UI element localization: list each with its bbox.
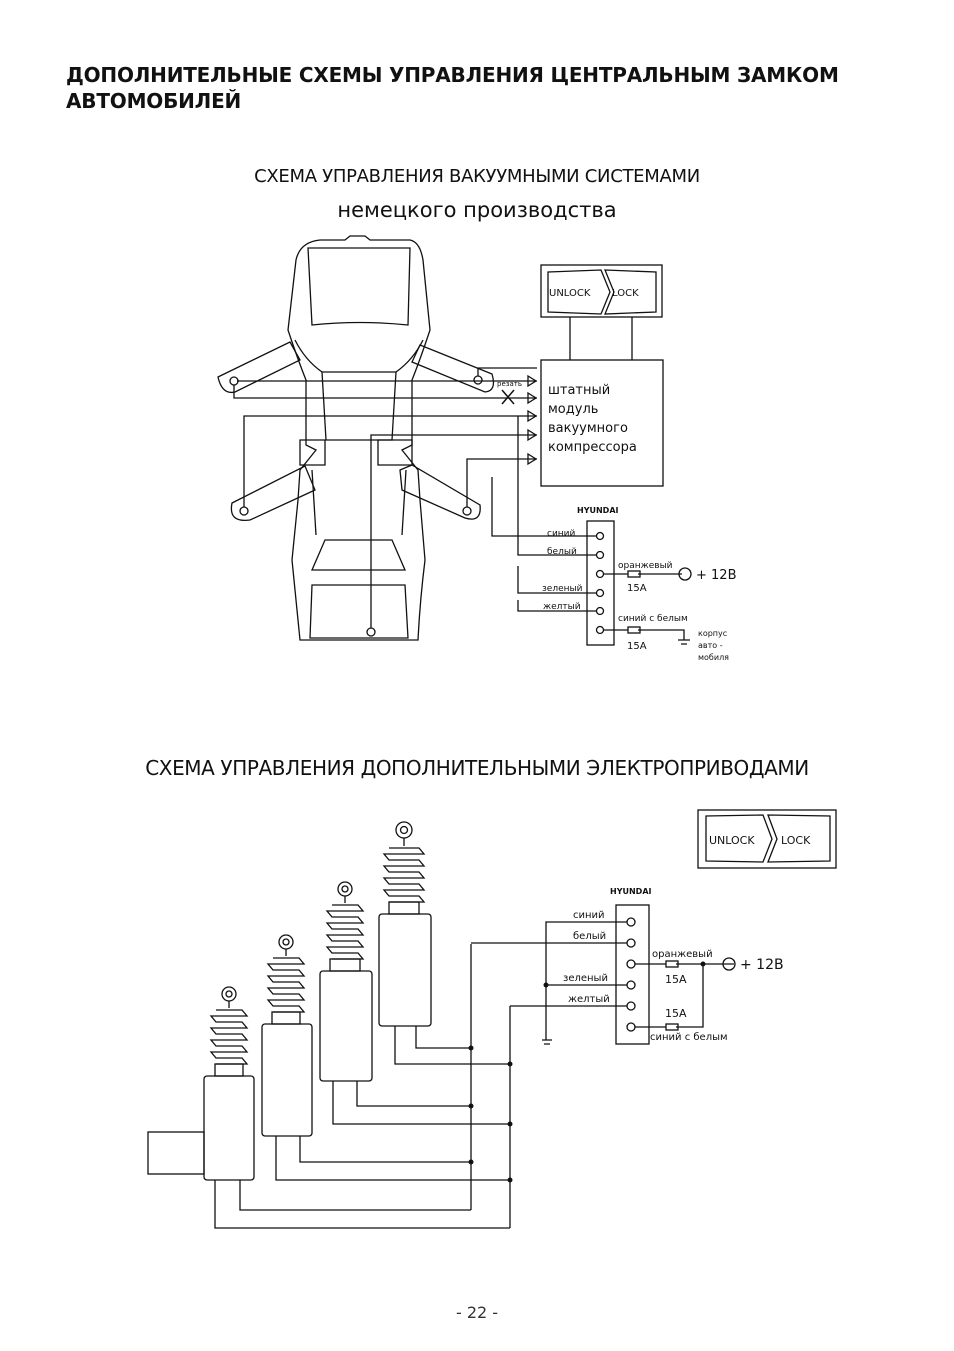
wire-orange-2: оранжевый: [652, 949, 713, 960]
fuse-2a: 15A: [665, 973, 687, 986]
brand-label-2: HYUNDAI: [610, 887, 652, 896]
wire-white-2: белый: [573, 931, 606, 942]
wire-green-2: зеленый: [563, 973, 608, 984]
wire-white-1: белый: [547, 547, 577, 557]
wire-green-1: зеленый: [542, 584, 583, 594]
module-line-4: компрессора: [548, 440, 637, 455]
unlock-label-1: UNLOCK: [549, 288, 591, 299]
rear-right-door: [399, 464, 481, 520]
diagram2-title: СХЕМА УПРАВЛЕНИЯ ДОПОЛНИТЕЛЬНЫМИ ЭЛЕКТРО…: [145, 756, 809, 780]
module-line-1: штатный: [548, 383, 610, 398]
brand-label-1: HYUNDAI: [577, 506, 619, 515]
connector-2-dots: [543, 961, 706, 988]
diagram1-subtitle: немецкого производства: [337, 198, 617, 222]
unlock-label-2: UNLOCK: [709, 834, 755, 847]
wire-blue-2: синий: [573, 910, 605, 921]
remote-fob-1: [540, 264, 663, 360]
junction-dots: [468, 1045, 513, 1183]
power-label-2: + 12В: [740, 957, 784, 973]
actuator-4: [378, 821, 432, 1027]
actuator-2: [261, 934, 313, 1137]
vacuum-module: [540, 359, 664, 487]
power-label-1: + 12В: [696, 568, 737, 583]
wire-yellow-1: желтый: [543, 602, 581, 612]
wire-blue-white-2: синий с белым: [650, 1032, 728, 1043]
connector-2-wires: [471, 921, 736, 1045]
fuse-1b: 15A: [627, 641, 647, 652]
wire-blue-1: синий: [547, 529, 576, 539]
car-outline: [287, 235, 431, 641]
lock-label-1: LOCK: [612, 288, 639, 299]
diagram1-title: СХЕМА УПРАВЛЕНИЯ ВАКУУМНЫМИ СИСТЕМАМИ: [254, 166, 700, 187]
actuator-3: [319, 881, 373, 1082]
page-number: - 22 -: [455, 1303, 499, 1322]
ground-line-1: корпус: [698, 629, 727, 638]
wire-blue-white-1: синий с белым: [618, 614, 688, 624]
connector-2: [615, 904, 650, 1045]
connector-1: [586, 520, 615, 646]
wire-orange-1: оранжевый: [618, 561, 673, 571]
vacuum-lines: [233, 367, 538, 628]
page-heading: ДОПОЛНИТЕЛЬНЫЕ СХЕМЫ УПРАВЛЕНИЯ ЦЕНТРАЛЬ…: [66, 63, 839, 113]
fuse-1a: 15A: [627, 583, 647, 594]
trunk-actuator: [366, 627, 376, 637]
module-line-3: вакуумного: [548, 421, 628, 436]
ground-line-3: мобиля: [698, 653, 729, 662]
front-left-door: [217, 341, 301, 394]
cut-label: резать: [497, 380, 522, 388]
connector-1-wires: [491, 416, 692, 645]
wire-yellow-2: желтый: [568, 994, 610, 1005]
module-line-2: модуль: [548, 402, 598, 417]
ground-line-2: авто -: [698, 641, 723, 650]
actuator-wiring: [214, 944, 511, 1229]
actuator-1: [147, 986, 255, 1181]
connector-2-pins: [626, 917, 636, 1032]
fuse-2b: 15A: [665, 1007, 687, 1020]
remote-fob-2: [697, 809, 837, 869]
connector-1-pins: [595, 531, 605, 635]
lock-label-2: LOCK: [781, 834, 811, 847]
